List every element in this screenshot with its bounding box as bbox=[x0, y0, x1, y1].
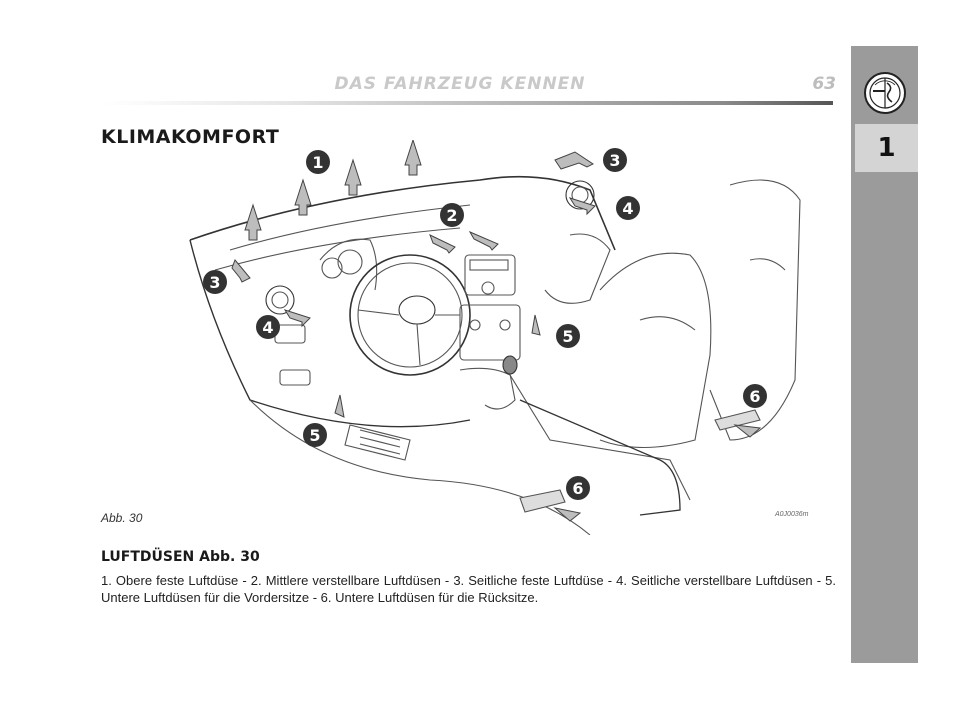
section-heading: KLIMAKOMFORT bbox=[101, 126, 280, 148]
callout-2: 2 bbox=[440, 203, 464, 227]
callout-4-right: 4 bbox=[616, 196, 640, 220]
chapter-tab[interactable]: 1 bbox=[855, 124, 918, 172]
figure-label: Abb. 30 bbox=[101, 511, 143, 525]
svg-text:5: 5 bbox=[562, 327, 573, 346]
figure-code: A0J0036m bbox=[775, 511, 809, 518]
brand-logo-icon bbox=[851, 63, 918, 123]
svg-text:4: 4 bbox=[622, 199, 633, 218]
svg-text:4: 4 bbox=[262, 318, 273, 337]
chapter-number: 1 bbox=[877, 133, 896, 163]
callout-3-right: 3 bbox=[603, 148, 627, 172]
dashboard-air-vents-illustration: 1 2 3 3 4 4 5 5 bbox=[189, 140, 801, 535]
svg-text:3: 3 bbox=[209, 273, 220, 292]
callout-6-left: 6 bbox=[566, 476, 590, 500]
running-header-title: DAS FAHRZEUG KENNEN bbox=[334, 74, 586, 94]
caption-body: 1. Obere feste Luftdüse - 2. Mittlere ve… bbox=[101, 573, 836, 605]
callout-1: 1 bbox=[306, 150, 330, 174]
svg-text:6: 6 bbox=[749, 387, 760, 406]
callout-4-left: 4 bbox=[256, 315, 280, 339]
callout-3-left: 3 bbox=[203, 270, 227, 294]
callout-6-right: 6 bbox=[743, 384, 767, 408]
svg-text:3: 3 bbox=[609, 151, 620, 170]
callout-5-left: 5 bbox=[303, 423, 327, 447]
page-number: 63 bbox=[812, 74, 836, 94]
caption-title: LUFTDÜSEN Abb. 30 bbox=[101, 549, 260, 565]
header-rule bbox=[103, 101, 833, 105]
svg-text:1: 1 bbox=[312, 153, 323, 172]
svg-text:6: 6 bbox=[572, 479, 583, 498]
svg-text:5: 5 bbox=[309, 426, 320, 445]
svg-text:2: 2 bbox=[446, 206, 457, 225]
callout-5-right: 5 bbox=[556, 324, 580, 348]
